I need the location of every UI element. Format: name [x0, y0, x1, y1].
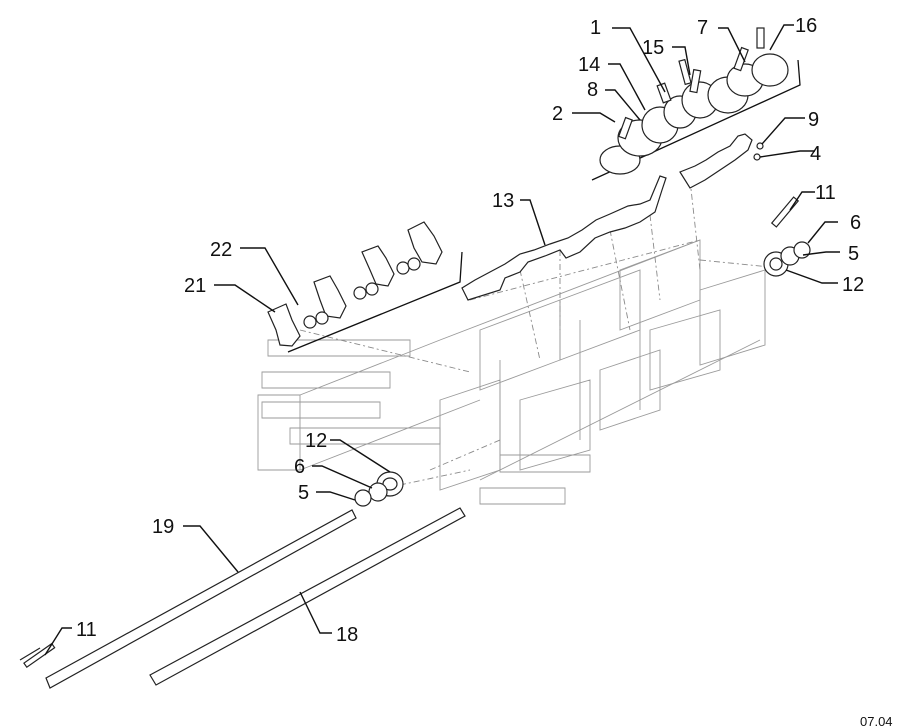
callout-21: 21 — [184, 275, 206, 297]
callout-labels: 1 15 7 16 14 8 2 9 4 13 11 6 5 12 22 21 … — [76, 15, 864, 646]
callout-19: 19 — [152, 516, 174, 538]
hook-assembly — [267, 221, 443, 347]
callout-6-lower: 6 — [294, 456, 305, 478]
callout-12-upper: 12 — [842, 274, 864, 296]
comb-plate-assembly — [461, 133, 764, 301]
bearings — [354, 241, 811, 507]
callout-4: 4 — [810, 143, 821, 165]
callout-8: 8 — [587, 79, 598, 101]
callout-22: 22 — [210, 239, 232, 261]
callout-12-lower: 12 — [305, 430, 327, 452]
callout-15: 15 — [642, 37, 664, 59]
group-frames — [287, 59, 801, 353]
leader-lines — [44, 24, 840, 656]
shaft-assembly — [19, 196, 800, 689]
callout-16: 16 — [795, 15, 817, 37]
callout-18: 18 — [336, 624, 358, 646]
figure-reference-code: 07.04 — [860, 714, 893, 727]
alignment-lines — [299, 179, 781, 486]
callout-1: 1 — [590, 17, 601, 39]
callout-9: 9 — [808, 109, 819, 131]
callout-5-lower: 5 — [298, 482, 309, 504]
callout-11-upper: 11 — [815, 182, 836, 204]
callout-5-upper: 5 — [848, 243, 859, 265]
callout-11-lower: 11 — [76, 619, 97, 641]
ghost-housing — [257, 239, 766, 505]
callout-7: 7 — [697, 17, 708, 39]
sprocket-assembly — [599, 27, 789, 175]
callout-14: 14 — [578, 54, 600, 76]
callout-2: 2 — [552, 103, 563, 125]
callout-13: 13 — [492, 190, 514, 212]
callout-6-upper: 6 — [850, 212, 861, 234]
